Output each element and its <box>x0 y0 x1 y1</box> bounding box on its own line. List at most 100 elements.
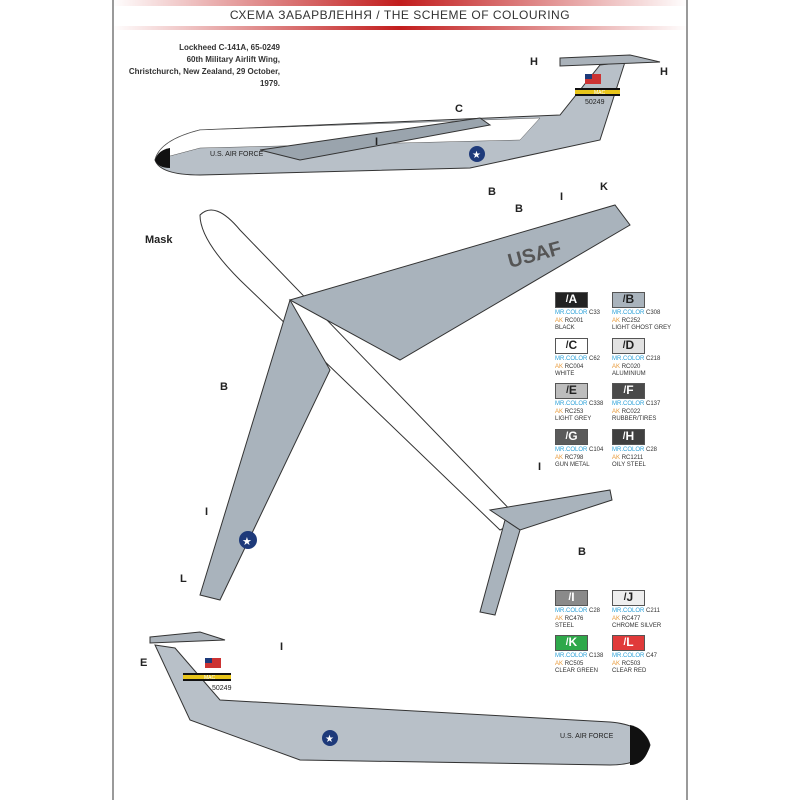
paint-chip-h: /H MR.COLOR C28 AK RC1211 OILY STEEL <box>612 429 682 470</box>
paint-swatch: /B <box>612 292 645 308</box>
paint-swatch: /I <box>555 590 588 606</box>
caption-line: Christchurch, New Zealand, 29 October, 1… <box>128 67 280 88</box>
ak-prefix: AK <box>612 454 621 461</box>
svg-text:B: B <box>515 203 523 215</box>
paint-letter: G <box>568 429 578 444</box>
mrcolor-prefix: MR.COLOR <box>612 653 645 659</box>
paint-name: OILY STEEL <box>612 462 646 468</box>
svg-text:H: H <box>660 66 668 78</box>
aircraft-caption: Lockheed C-141A, 65-0249 60th Military A… <box>120 42 280 90</box>
brush-icon: / <box>623 637 627 649</box>
tail-serial: 50249 <box>212 685 232 692</box>
paint-letter: D <box>625 338 635 353</box>
paint-letter: B <box>625 292 635 307</box>
paint-letter: F <box>626 383 634 398</box>
ak-code: RC798 <box>564 454 584 461</box>
paint-swatch: /K <box>555 635 588 651</box>
paint-swatch: /E <box>555 383 588 399</box>
ak-prefix: AK <box>612 317 621 324</box>
mrcolor-prefix: MR.COLOR <box>555 447 588 453</box>
svg-text:B: B <box>220 381 228 393</box>
paint-name: STEEL <box>555 623 575 629</box>
paint-swatch: /C <box>555 338 588 354</box>
page-title: СХЕМА ЗАБАРВЛЕННЯ / THE SCHEME OF COLOUR… <box>229 8 571 22</box>
mrcolor-code: C338 <box>589 401 604 407</box>
plan-view: USAF ★ Mask BBI KIL BI <box>145 181 631 616</box>
ak-prefix: AK <box>612 615 621 622</box>
paint-letter: J <box>626 590 634 605</box>
mrcolor-prefix: MR.COLOR <box>612 447 645 453</box>
mrcolor-code: C211 <box>646 608 660 614</box>
side-view-right: 50249 MAC U.S. AIR FORCE ★ EI <box>140 631 651 766</box>
mrcolor-code: C137 <box>646 401 661 407</box>
paint-swatch: /F <box>612 383 645 399</box>
mrcolor-prefix: MR.COLOR <box>555 401 588 407</box>
svg-text:H: H <box>530 56 538 68</box>
ak-prefix: AK <box>555 615 564 622</box>
paint-name: RUBBER/TIRES <box>612 416 657 422</box>
ak-code: RC253 <box>564 408 584 415</box>
paint-name: CLEAR RED <box>612 668 647 674</box>
brush-icon: / <box>565 637 569 649</box>
mrcolor-prefix: MR.COLOR <box>612 356 645 362</box>
ak-code: RC1211 <box>621 454 644 461</box>
mrcolor-prefix: MR.COLOR <box>612 401 645 407</box>
brush-icon: / <box>565 340 569 352</box>
paint-letter: E <box>568 383 577 398</box>
paint-swatch: /G <box>555 429 588 445</box>
paint-letter: C <box>568 338 578 353</box>
mrcolor-code: C308 <box>646 310 661 316</box>
tail-mac: MAC <box>594 90 606 96</box>
paint-name: LIGHT GREY <box>555 416 592 422</box>
ak-prefix: AK <box>555 408 564 415</box>
paint-chip-a: /A MR.COLOR C33 AK RC001 BLACK <box>555 292 625 333</box>
paint-letter: L <box>626 635 634 650</box>
paint-letter: A <box>568 292 578 307</box>
top-red-bar <box>112 0 688 6</box>
ak-code: RC477 <box>621 615 641 622</box>
paint-swatch: /A <box>555 292 588 308</box>
ak-prefix: AK <box>612 408 621 415</box>
ak-code: RC252 <box>621 317 641 324</box>
mrcolor-prefix: MR.COLOR <box>612 608 645 614</box>
svg-text:★: ★ <box>325 734 334 745</box>
svg-text:★: ★ <box>472 150 481 161</box>
caption-line: Lockheed C-141A, 65-0249 <box>179 43 280 52</box>
mrcolor-code: C28 <box>589 608 601 614</box>
paint-name: WHITE <box>555 371 575 377</box>
mrcolor-code: C62 <box>589 356 601 362</box>
paint-chip-k: /K MR.COLOR C138 AK RC505 CLEAR GREEN <box>555 635 625 676</box>
mrcolor-code: C218 <box>646 356 661 362</box>
paint-chip-d: /D MR.COLOR C218 AK RC020 ALUMINIUM <box>612 338 682 379</box>
ak-code: RC503 <box>621 660 641 667</box>
paint-letter: H <box>625 429 635 444</box>
paint-chip-j: /J MR.COLOR C211 AK RC477 CHROME SILVER <box>612 590 682 631</box>
ak-prefix: AK <box>555 317 564 324</box>
paint-chip-b: /B MR.COLOR C308 AK RC252 LIGHT GHOST GR… <box>612 292 682 333</box>
paint-swatch: /L <box>612 635 645 651</box>
svg-text:K: K <box>600 181 608 193</box>
ak-prefix: AK <box>555 660 564 667</box>
paint-letter: K <box>568 635 578 650</box>
fuselage-title: U.S. AIR FORCE <box>210 151 264 158</box>
mrcolor-code: C104 <box>589 447 604 453</box>
svg-text:L: L <box>180 573 187 585</box>
ak-prefix: AK <box>555 363 564 370</box>
side-view-left: 50249 MAC U.S. AIR FORCE ★ ICB HH <box>154 54 668 198</box>
svg-text:E: E <box>140 657 147 669</box>
mrcolor-prefix: MR.COLOR <box>555 356 588 362</box>
brush-icon: / <box>566 385 569 397</box>
svg-text:I: I <box>205 506 208 518</box>
mrcolor-prefix: MR.COLOR <box>555 653 588 659</box>
ak-prefix: AK <box>555 454 564 461</box>
brush-icon: / <box>565 431 569 443</box>
svg-text:I: I <box>375 136 378 148</box>
tail-mac: MAC <box>204 675 216 681</box>
title-underline <box>112 26 688 30</box>
mrcolor-prefix: MR.COLOR <box>612 310 645 316</box>
ak-code: RC004 <box>564 363 584 370</box>
paint-chip-g: /G MR.COLOR C104 AK RC798 GUN METAL <box>555 429 625 470</box>
paint-swatch: /J <box>612 590 645 606</box>
mrcolor-code: C138 <box>589 653 604 659</box>
